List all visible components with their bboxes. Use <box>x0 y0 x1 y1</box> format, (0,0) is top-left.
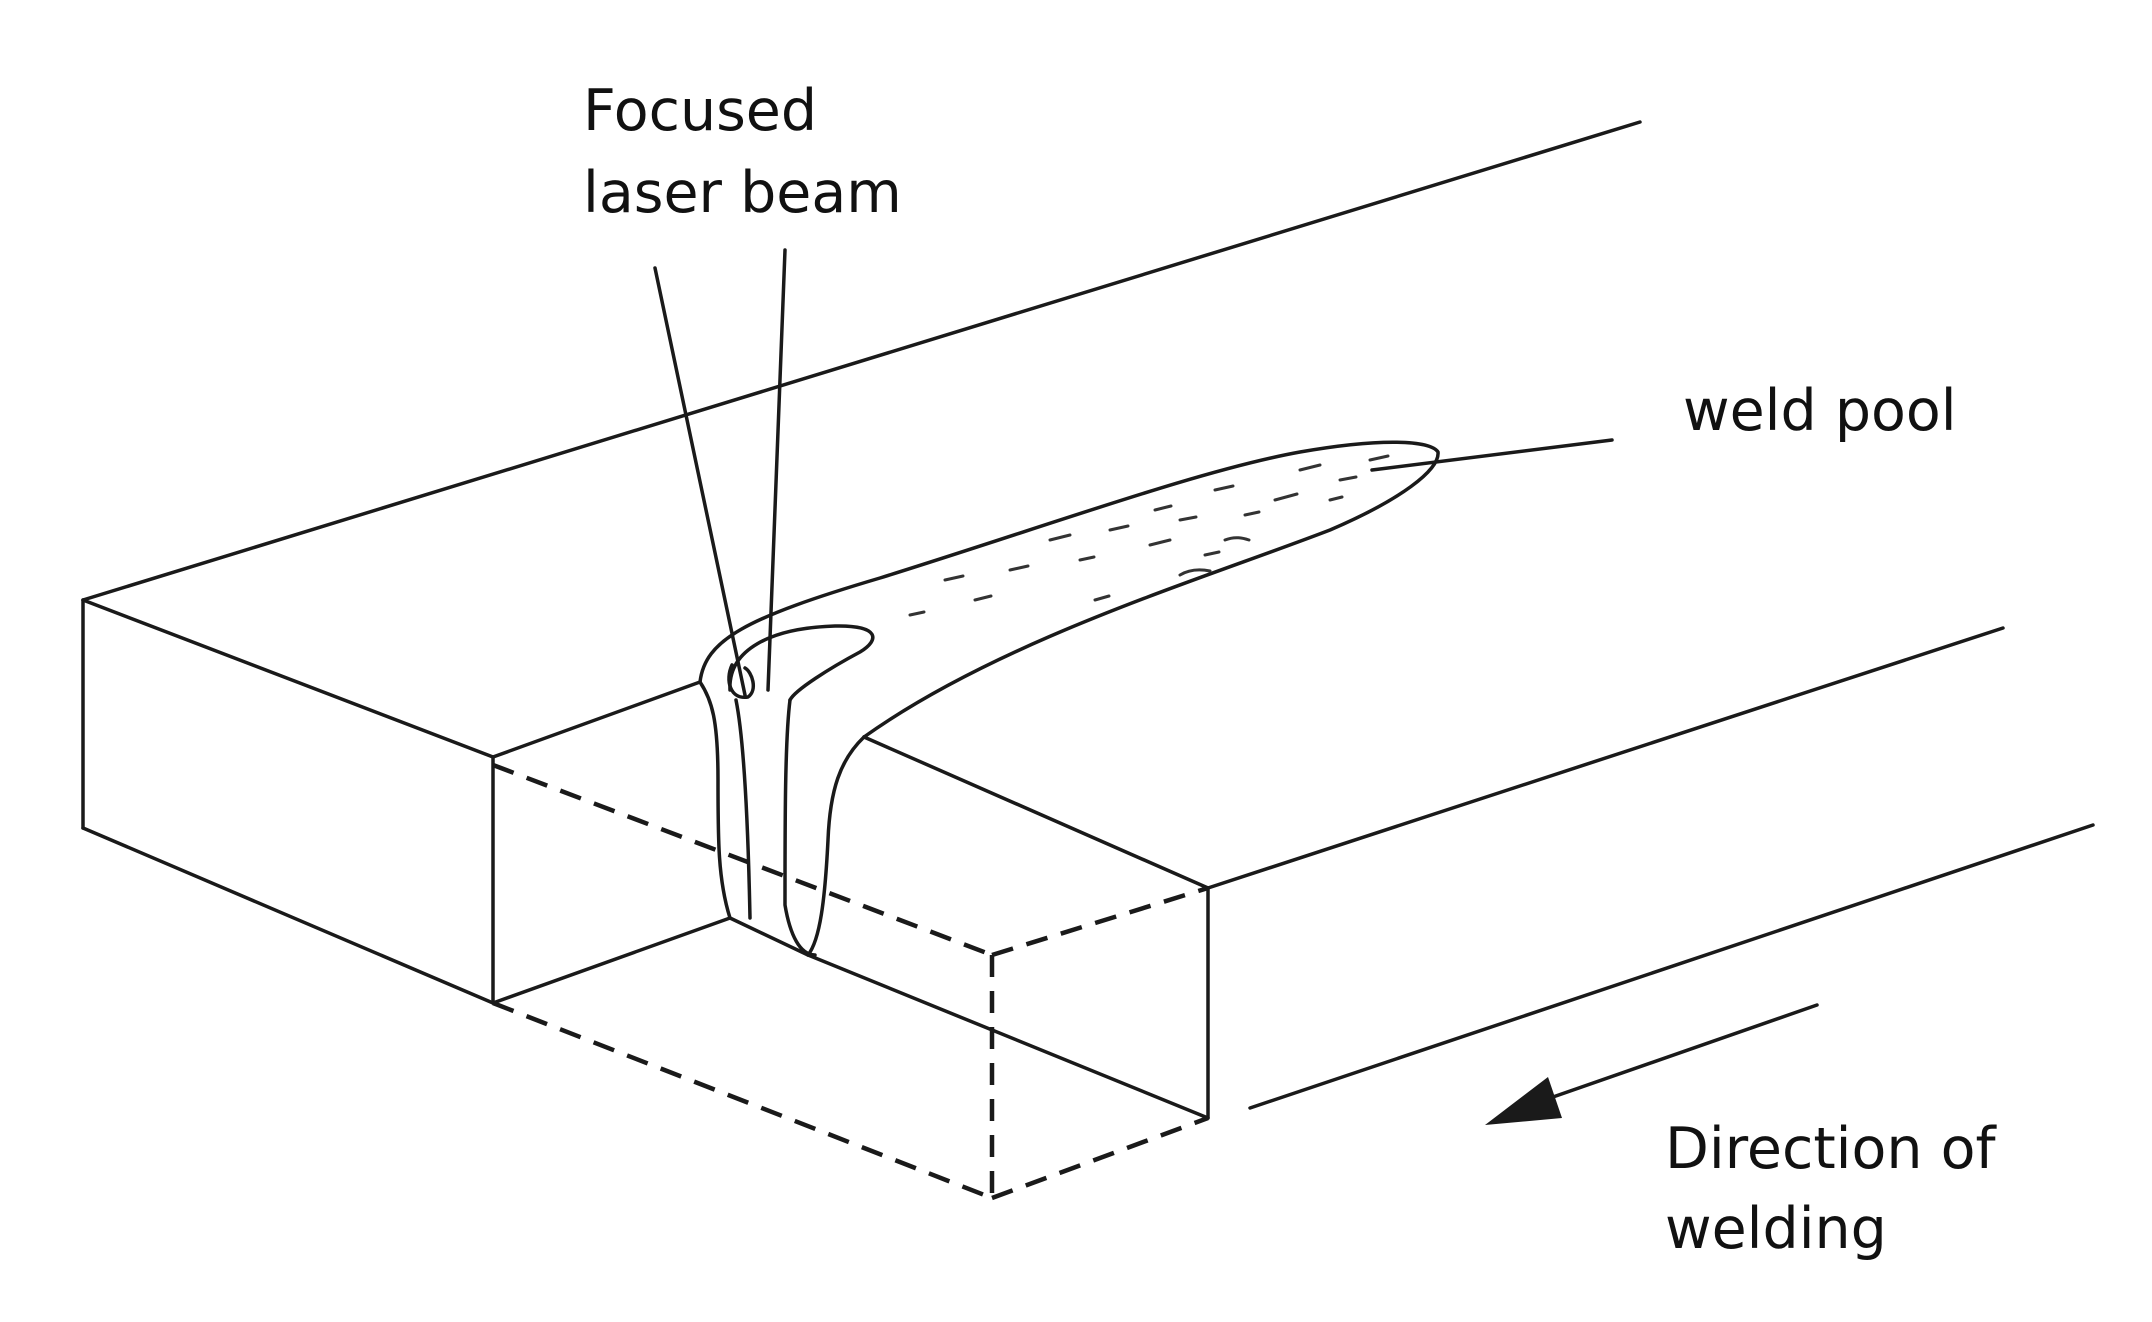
workpiece-outline <box>81 120 2095 1120</box>
weld-pool-texture <box>908 454 1390 617</box>
direction-arrow <box>1485 1003 1819 1125</box>
weld-bead <box>698 440 1440 957</box>
plate-left-top-front-edge <box>81 598 495 759</box>
weld-pool-outline <box>698 440 1440 739</box>
direction-label-line2: welding <box>1665 1196 1887 1262</box>
weld-pool-leader <box>1370 438 1614 472</box>
hidden-edge-bottom-left <box>492 1000 993 1201</box>
front-plate-far-edge <box>1206 626 2005 890</box>
hidden-edges <box>492 762 1209 1201</box>
labels: Focused laser beam weld pool Direction o… <box>583 78 1997 1262</box>
plate-back-top-edge <box>81 120 1642 602</box>
front-plate-top-edge <box>862 735 1210 890</box>
cut-floor-back <box>728 916 810 957</box>
keyhole-inner <box>727 663 756 699</box>
front-plate-side-edge <box>806 953 1210 1120</box>
fusion-keyhole-left <box>734 698 752 920</box>
weld-pool-label: weld pool <box>1683 378 1957 444</box>
top-surface-left-edge <box>491 680 702 759</box>
hidden-edge-top-left <box>492 762 993 958</box>
cut-floor-edge <box>491 916 732 1005</box>
plate-left-end-bottom <box>81 826 495 1005</box>
hidden-edge-top-right <box>991 885 1209 958</box>
direction-label-line1: Direction of <box>1665 1116 1997 1182</box>
fusion-keyhole-right <box>783 698 817 957</box>
laser-beam <box>653 248 787 697</box>
fusion-right-boundary <box>806 735 866 957</box>
hidden-edge-bottom-right <box>991 1115 1209 1201</box>
laser-beam-label-line2: laser beam <box>583 160 902 226</box>
front-plate-bottom-far <box>1248 823 2095 1110</box>
laser-beam-label-line1: Focused <box>583 78 817 144</box>
direction-arrow-shaft <box>1528 1003 1819 1107</box>
laser-beam-left-ray <box>653 266 747 697</box>
leader-lines <box>1370 438 1614 472</box>
fusion-left-boundary <box>698 680 732 920</box>
direction-arrow-head <box>1485 1077 1562 1125</box>
laser-beam-right-ray <box>766 248 787 692</box>
keyhole <box>728 624 875 702</box>
